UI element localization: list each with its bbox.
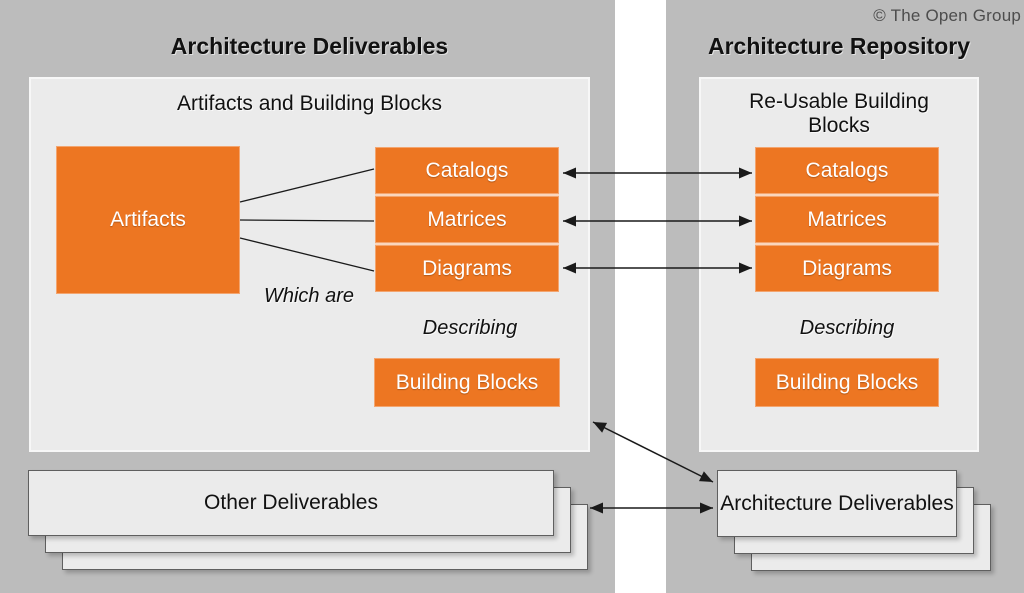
architecture-deliverables-box: Architecture Deliverables [717,470,957,537]
right-panel-title: Architecture Repository [707,33,970,59]
right-diagrams-box: Diagrams [755,243,939,292]
other-deliverables-box: Other Deliverables [28,470,554,536]
artifacts-box: Artifacts [56,146,240,294]
left-catalogs-box: Catalogs [375,147,559,194]
left-panel-title: Architecture Deliverables [170,33,449,59]
right-matrices-box: Matrices [755,194,939,243]
copyright-notice: © The Open Group [873,6,1021,25]
right-building-blocks-box: Building Blocks [755,358,939,407]
right-inner-box-heading: Re-Usable Building Blocks [749,90,929,137]
left-diagrams-box: Diagrams [375,243,559,292]
left-artifact-types-stack: Catalogs Matrices Diagrams [375,147,559,292]
left-describing-label: Describing [422,317,518,339]
left-inner-box-heading: Artifacts and Building Blocks [177,92,442,115]
right-artifact-types-stack: Catalogs Matrices Diagrams [755,147,939,292]
right-catalogs-box: Catalogs [755,147,939,194]
right-describing-label: Describing [799,317,895,339]
left-building-blocks-box: Building Blocks [374,358,560,407]
left-matrices-box: Matrices [375,194,559,243]
which-are-label: Which are [263,285,355,307]
